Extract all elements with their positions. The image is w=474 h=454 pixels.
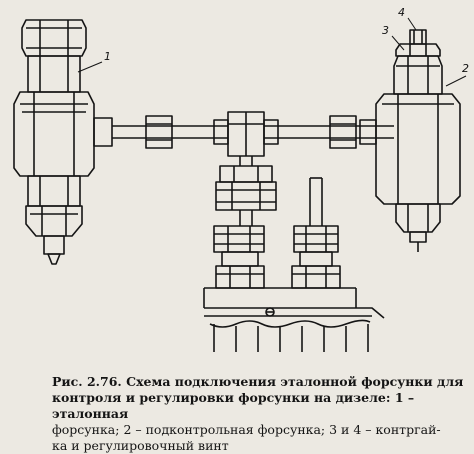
figure-caption: Рис. 2.76. Схема подключения эталонной ф… xyxy=(52,374,464,454)
caption-line: контроля и регулировки форсунки на дизел… xyxy=(52,390,415,421)
label-tested-injector: 2 xyxy=(462,62,469,75)
leader-lines xyxy=(77,17,467,87)
label-reference-injector: 1 xyxy=(104,50,111,63)
caption-line: форсунка; 2 – подконтрольная форсунка; 3… xyxy=(52,422,441,437)
injector-connection-diagram: 1 4 3 2 xyxy=(13,6,469,352)
pump-line-assembly xyxy=(213,156,277,289)
high-pressure-line xyxy=(291,177,341,289)
engine-base xyxy=(203,287,385,352)
connecting-pipe xyxy=(112,111,394,157)
reference-injector xyxy=(13,19,113,265)
tested-injector xyxy=(359,29,461,252)
caption-line: Рис. 2.76. Схема подключения эталонной ф… xyxy=(52,374,464,389)
label-lock-nut: 3 xyxy=(382,24,389,37)
label-adjusting-screw: 4 xyxy=(398,6,405,19)
caption-line: ка и регулировочный винт xyxy=(52,438,229,453)
